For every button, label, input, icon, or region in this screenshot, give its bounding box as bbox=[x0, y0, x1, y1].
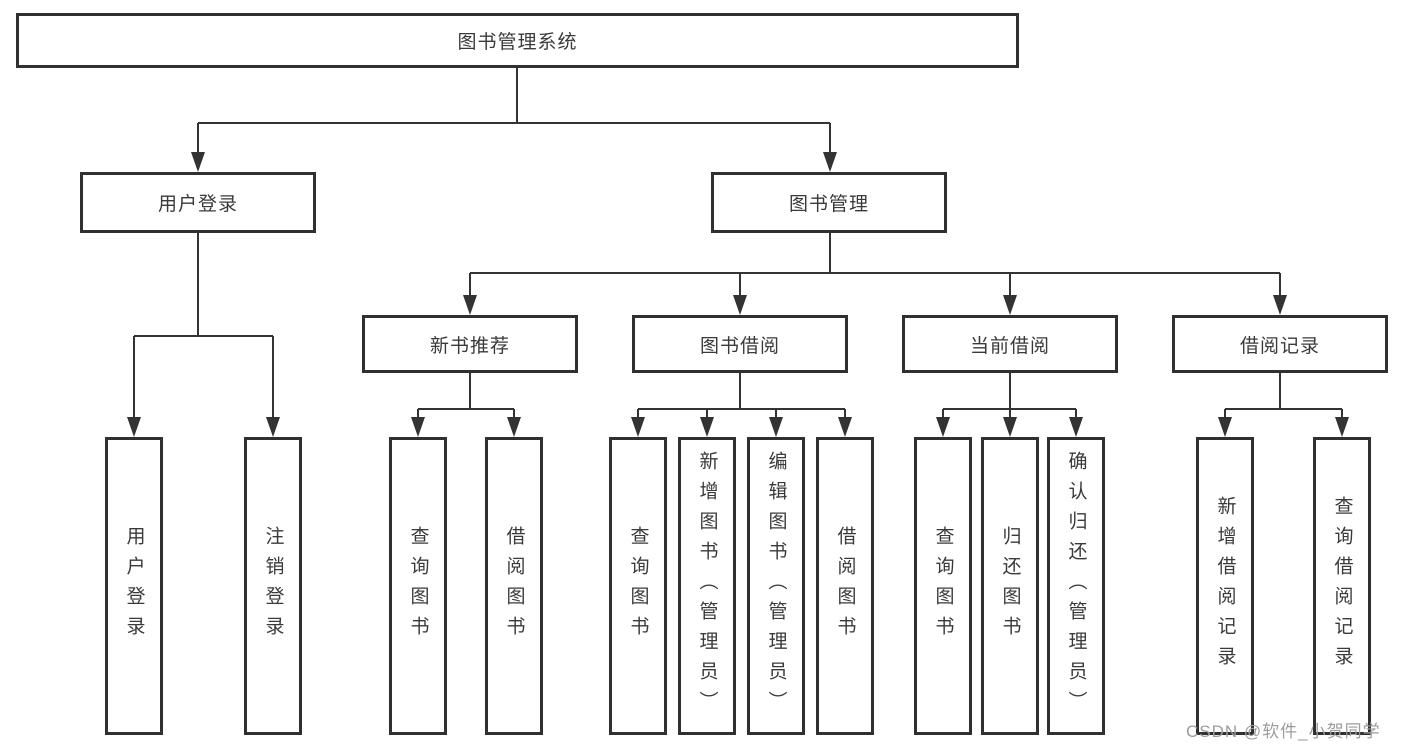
leaf-label: 注销登录 bbox=[262, 526, 284, 646]
node-label: 图书管理系统 bbox=[457, 32, 578, 53]
leaf-edit-books-admin: 编辑图书（管理员） bbox=[747, 437, 805, 735]
leaf-borrow-books-borrowing: 借阅图书 bbox=[816, 437, 874, 735]
leaf-logout-login: 注销登录 bbox=[244, 437, 302, 735]
node-book-management: 图书管理 bbox=[711, 172, 947, 233]
leaf-confirm-return-admin: 确认归还（管理员） bbox=[1047, 437, 1105, 735]
node-label: 图书管理 bbox=[788, 194, 869, 215]
leaf-label: 编辑图书（管理员） bbox=[765, 451, 787, 721]
leaf-return-books: 归还图书 bbox=[981, 437, 1039, 735]
leaf-query-books-borrowing: 查询图书 bbox=[609, 437, 667, 735]
leaf-label: 用户登录 bbox=[123, 526, 145, 646]
node-label: 用户登录 bbox=[157, 194, 238, 215]
leaf-label: 查询借阅记录 bbox=[1331, 496, 1353, 676]
node-label: 新书推荐 bbox=[429, 335, 510, 357]
leaf-user-login: 用户登录 bbox=[105, 437, 163, 735]
leaf-add-borrow-record: 新增借阅记录 bbox=[1196, 437, 1254, 735]
leaf-label: 查询图书 bbox=[627, 526, 649, 646]
arrowheads bbox=[127, 152, 1349, 437]
leaf-label: 查询图书 bbox=[932, 526, 954, 646]
csdn-watermark: CSDN @软件_小贺同学 bbox=[1186, 722, 1381, 741]
leaf-label: 新增图书（管理员） bbox=[696, 451, 718, 721]
leaf-query-borrow-record: 查询借阅记录 bbox=[1313, 437, 1371, 735]
leaf-label: 借阅图书 bbox=[834, 526, 856, 646]
leaf-query-books-current: 查询图书 bbox=[914, 437, 972, 735]
node-new-book-recommend: 新书推荐 bbox=[362, 315, 578, 373]
node-book-borrowing: 图书借阅 bbox=[632, 315, 848, 373]
leaf-label: 归还图书 bbox=[999, 526, 1021, 646]
leaf-label: 借阅图书 bbox=[503, 526, 525, 646]
connector-segments bbox=[133, 68, 1343, 421]
node-label: 图书借阅 bbox=[699, 335, 780, 357]
node-user-login: 用户登录 bbox=[80, 172, 316, 233]
node-library-system: 图书管理系统 bbox=[16, 13, 1019, 68]
leaf-query-books-recommend: 查询图书 bbox=[389, 437, 447, 735]
leaf-borrow-books-recommend: 借阅图书 bbox=[485, 437, 543, 735]
node-current-borrowing: 当前借阅 bbox=[902, 315, 1118, 373]
node-label: 借阅记录 bbox=[1239, 335, 1320, 357]
leaf-label: 查询图书 bbox=[407, 526, 429, 646]
leaf-add-books-admin: 新增图书（管理员） bbox=[678, 437, 736, 735]
node-borrowing-records: 借阅记录 bbox=[1172, 315, 1388, 373]
node-label: 当前借阅 bbox=[969, 335, 1050, 357]
leaf-label: 确认归还（管理员） bbox=[1065, 451, 1087, 721]
leaf-label: 新增借阅记录 bbox=[1214, 496, 1236, 676]
